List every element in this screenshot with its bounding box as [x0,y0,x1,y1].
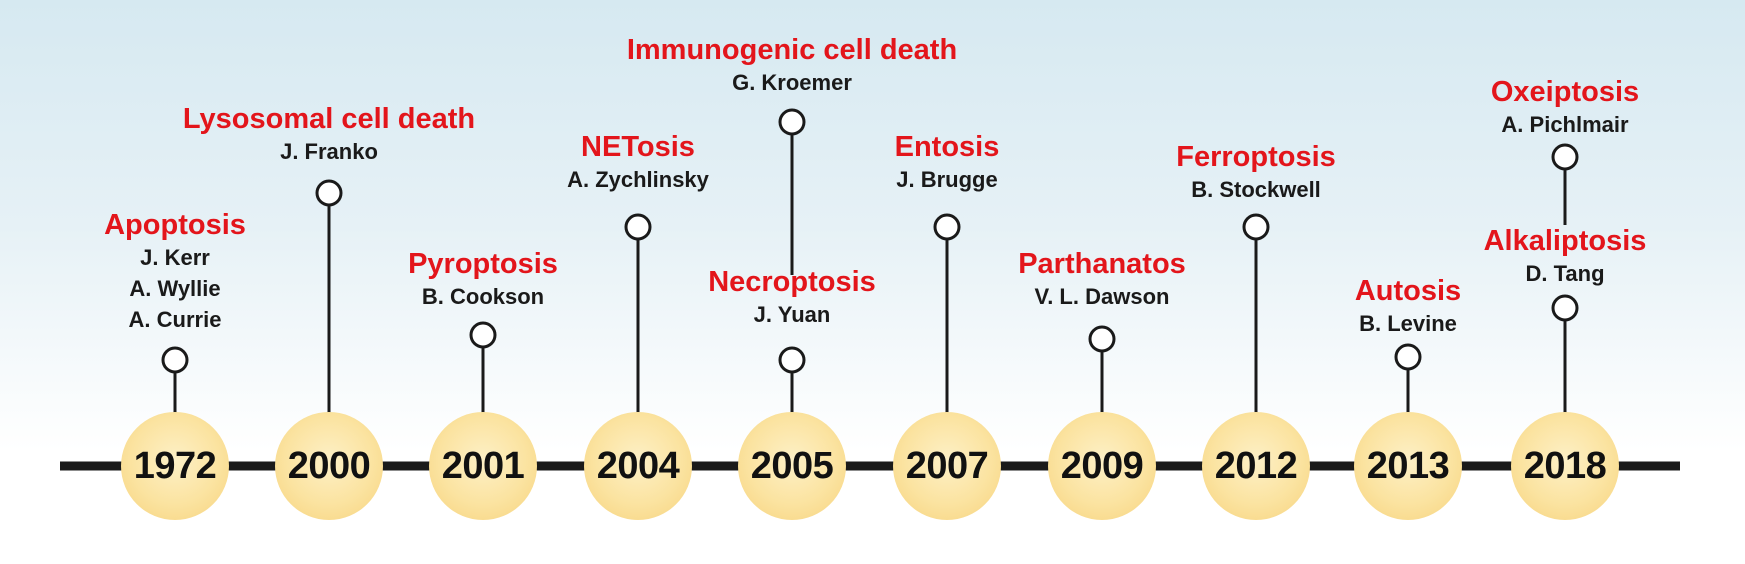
event-author: B. Cookson [421,284,545,309]
year-badge-2000: 2000 [275,412,383,520]
year-badge-2009: 2009 [1048,412,1156,520]
event-title: Ferroptosis [1176,141,1336,173]
event-label-lysosomal-cell-death: Lysosomal cell death J. Franko [183,103,475,167]
event-title: Parthanatos [1018,248,1186,280]
year-badge-2004: 2004 [584,412,692,520]
event-title: Apoptosis [104,209,246,241]
event-label-necroptosis: Necroptosis J. Yuan [708,266,876,330]
event-author: B. Stockwell [1191,177,1321,202]
event-label-entosis: Entosis J. Brugge [895,131,1000,195]
event-author: D. Tang [1525,261,1605,286]
pin-apoptosis [161,346,189,374]
pin-entosis [933,213,961,241]
event-label-pyroptosis: Pyroptosis B. Cookson [408,248,558,312]
event-author: V. L. Dawson [1034,284,1170,309]
pin-autosis [1394,343,1422,371]
pin-necroptosis [778,346,806,374]
event-author: A. Currie [128,307,222,332]
event-label-autosis: Autosis B. Levine [1355,275,1461,339]
event-author: A. Wyllie [129,276,221,301]
year-badge-2001: 2001 [429,412,537,520]
pin-parthanatos [1088,325,1116,353]
pin-netosis [624,213,652,241]
event-author: B. Levine [1359,311,1457,336]
event-title: NETosis [581,131,695,163]
event-label-immunogenic-cell-death: Immunogenic cell death G. Kroemer [627,34,957,98]
event-author: A. Zychlinsky [567,167,709,192]
event-title: Autosis [1354,275,1462,307]
event-author: J. Franko [280,139,378,164]
pin-oxeiptosis [1551,143,1579,171]
year-badge-2005: 2005 [738,412,846,520]
pin-alkaliptosis [1551,294,1579,322]
year-badge-2012: 2012 [1202,412,1310,520]
year-badge-1972: 1972 [121,412,229,520]
year-badge-2007: 2007 [893,412,1001,520]
event-label-ferroptosis: Ferroptosis B. Stockwell [1176,141,1336,205]
event-title: Lysosomal cell death [182,103,476,135]
event-author: J. Brugge [896,167,998,192]
event-title: Oxeiptosis [1490,76,1640,108]
event-title: Necroptosis [708,266,876,298]
year-badge-2013: 2013 [1354,412,1462,520]
event-title: Immunogenic cell death [626,34,958,66]
event-title: Pyroptosis [408,248,558,280]
event-label-netosis: NETosis A. Zychlinsky [567,131,709,195]
event-label-apoptosis: Apoptosis J. Kerr A. Wyllie A. Currie [104,209,246,335]
pin-immunogenic-cell-death [778,108,806,136]
event-author: G. Kroemer [732,70,852,95]
event-title: Alkaliptosis [1483,225,1647,257]
year-badge-2018: 2018 [1511,412,1619,520]
event-label-parthanatos: Parthanatos V. L. Dawson [1018,248,1186,312]
event-title: Entosis [894,131,1000,163]
event-author: J. Kerr [140,245,210,270]
event-label-alkaliptosis: Alkaliptosis D. Tang [1484,225,1647,289]
pin-pyroptosis [469,321,497,349]
event-label-oxeiptosis: Oxeiptosis A. Pichlmair [1491,76,1639,140]
pin-ferroptosis [1242,213,1270,241]
event-author: A. Pichlmair [1501,112,1629,137]
event-author: J. Yuan [753,302,831,327]
pin-lysosomal-cell-death [315,179,343,207]
